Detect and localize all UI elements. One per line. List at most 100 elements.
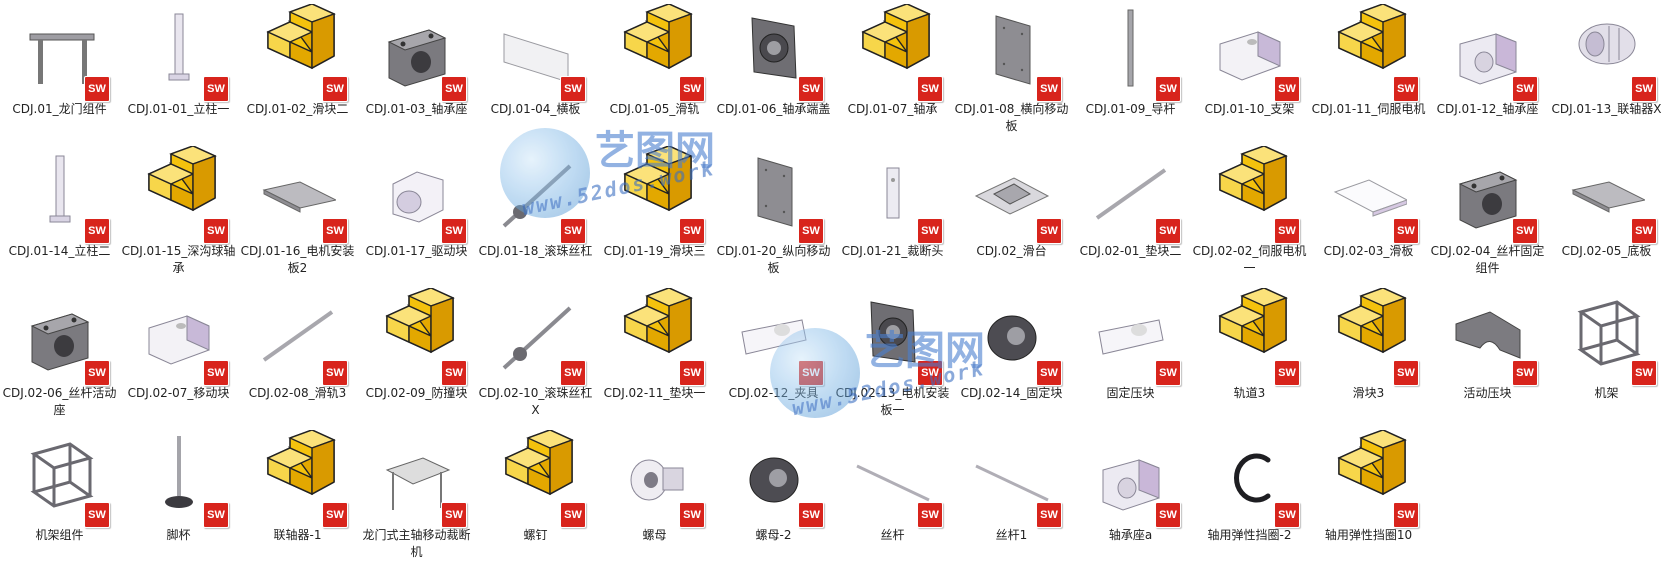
bracket-part-icon [1212,4,1288,94]
generic-part-icon [1212,288,1288,378]
solidworks-badge-icon: SW [679,360,705,386]
solidworks-badge-icon: SW [679,502,705,528]
file-name: 固定压块 [1106,386,1155,400]
flange-cap-icon [736,4,812,94]
file-name: CDJ.02-03_滑板 [1323,244,1414,258]
generic-part-icon [1331,4,1407,94]
file-name: 脚杯 [166,528,191,542]
file-name: CDJ.02-08_滑轨3 [248,386,347,400]
clamp-part-icon [1093,288,1169,378]
file-name: CDJ.02_滑台 [976,244,1047,258]
file-name: 轨道3 [1233,386,1266,400]
column-part-icon [141,4,217,94]
file-name: CDJ.01-06_轴承端盖 [716,102,831,116]
saddle-block-icon [1450,288,1526,378]
solidworks-badge-icon: SW [1512,76,1538,102]
solidworks-badge-icon: SW [84,360,110,386]
rod-vertical-icon [1093,4,1169,94]
solidworks-badge-icon: SW [1393,76,1419,102]
gantry-assembly-icon [22,4,98,94]
file-name: CDJ.02-10_滚珠丝杠X [478,386,593,417]
coupling-icon [1569,4,1645,94]
solidworks-badge-icon: SW [798,76,824,102]
retaining-ring-icon [1212,430,1288,520]
file-name: 丝杆 [880,528,905,542]
file-name: CDJ.01_龙门组件 [12,102,107,116]
solidworks-badge-icon: SW [1393,502,1419,528]
solidworks-badge-icon: SW [679,218,705,244]
generic-part-icon [617,146,693,236]
solidworks-badge-icon: SW [84,502,110,528]
solidworks-badge-icon: SW [1512,360,1538,386]
file-item[interactable]: SW 丝杆 [833,426,952,566]
solidworks-badge-icon: SW [1631,360,1657,386]
solidworks-badge-icon: SW [560,218,586,244]
file-item[interactable]: SW 脚杯 [119,426,238,566]
solidworks-badge-icon: SW [84,218,110,244]
frame-part-icon [22,430,98,520]
column-part-icon [22,146,98,236]
solidworks-badge-icon: SW [560,502,586,528]
file-name: CDJ.01-08_横向移动板 [954,102,1069,133]
solidworks-badge-icon: SW [1393,360,1419,386]
solidworks-badge-icon: SW [1155,218,1181,244]
solidworks-badge-icon: SW [203,502,229,528]
solidworks-badge-icon: SW [917,502,943,528]
solidworks-badge-icon: SW [1631,218,1657,244]
file-name: CDJ.02-07_移动块 [127,386,230,400]
solidworks-badge-icon: SW [560,360,586,386]
